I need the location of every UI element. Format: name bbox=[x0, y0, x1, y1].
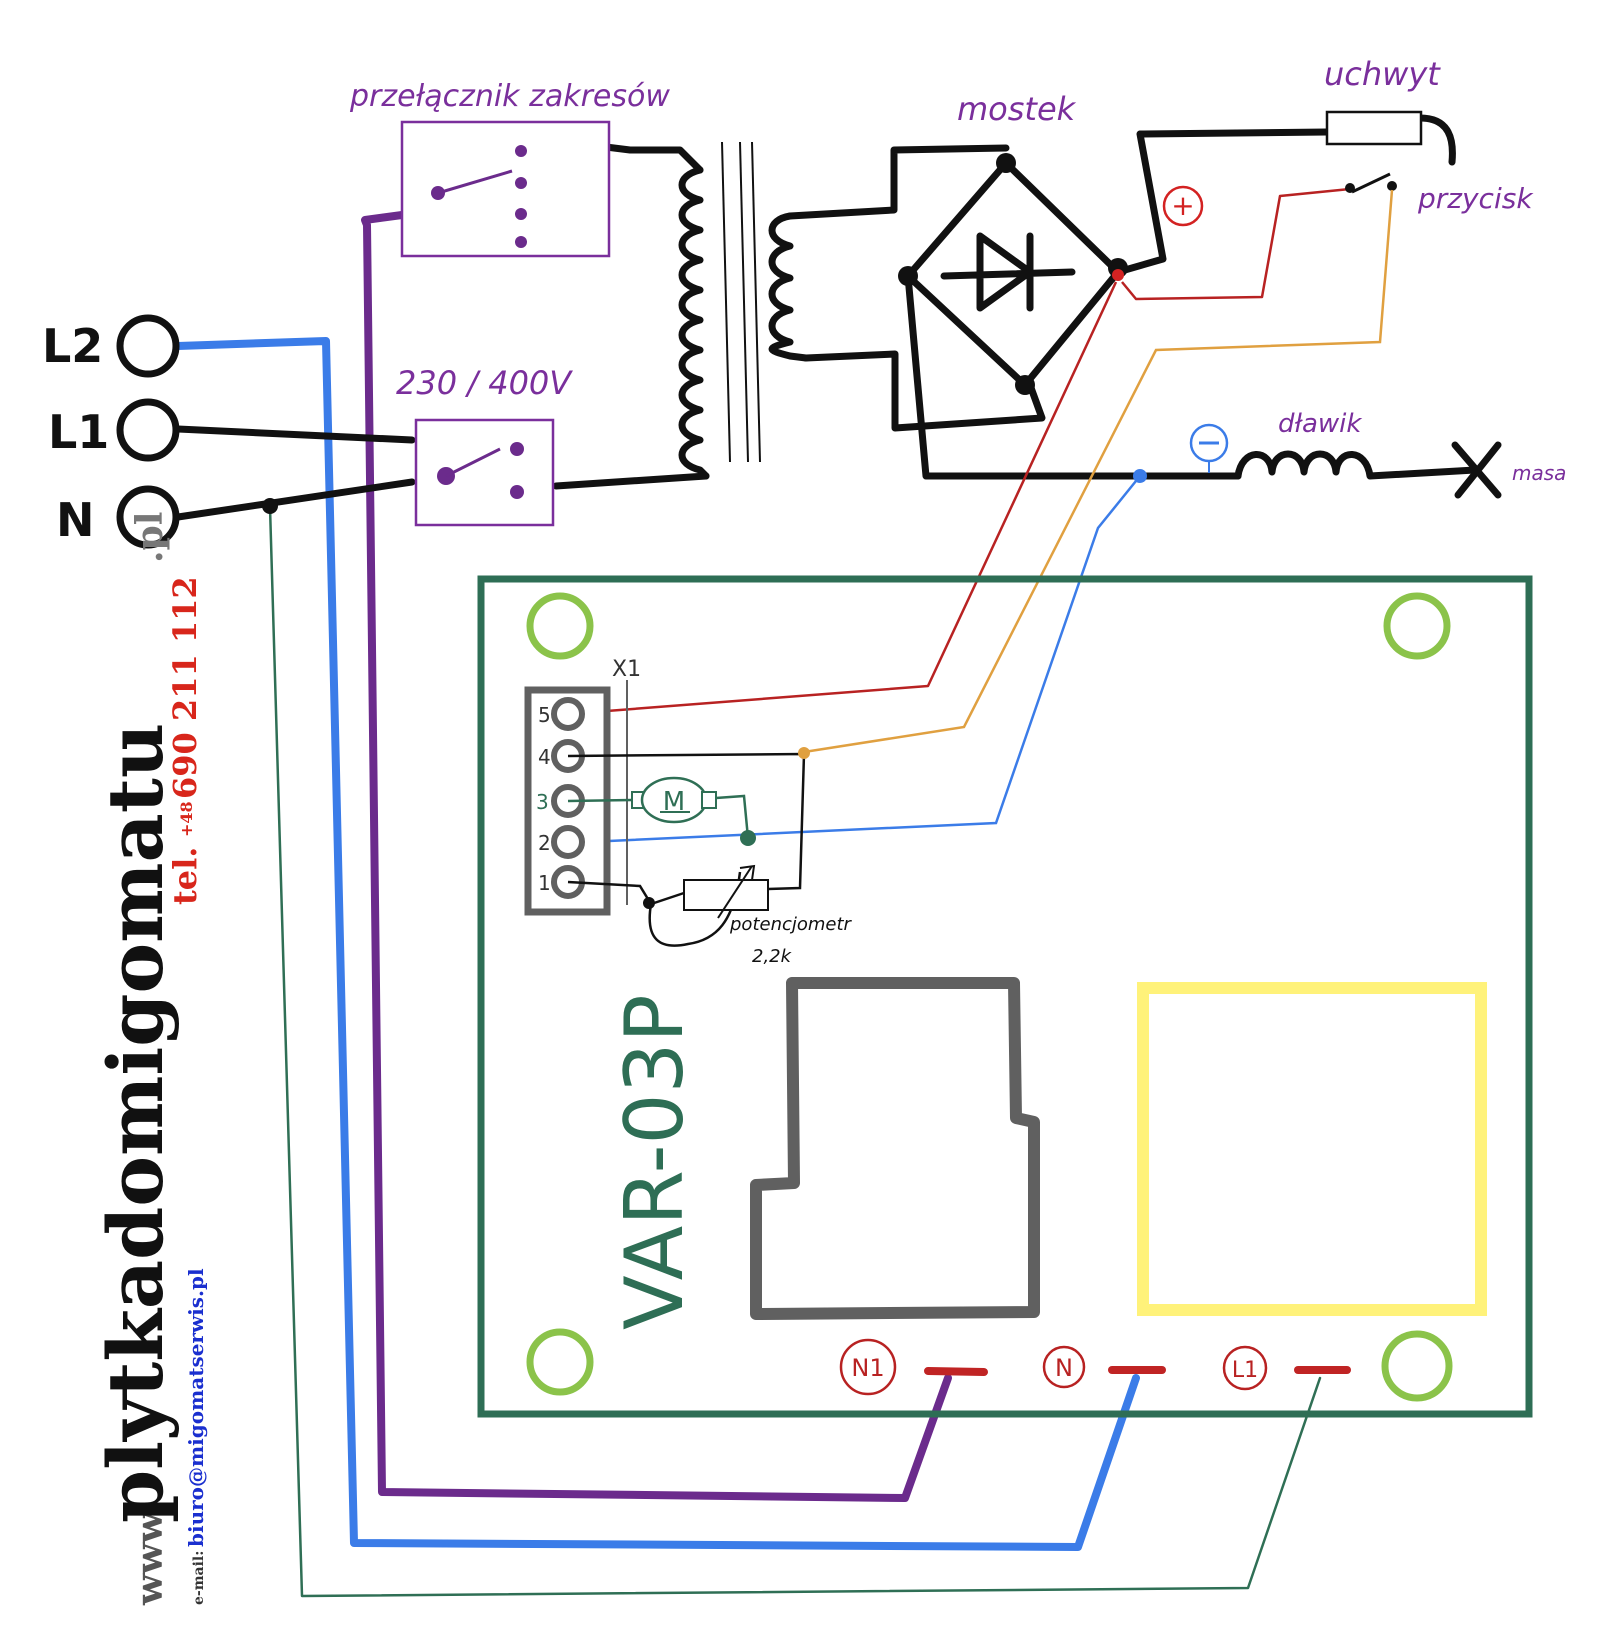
wire-blue-pin2 bbox=[565, 475, 1141, 845]
choke-label: dławik bbox=[1278, 409, 1362, 439]
email-prefix: e-mail: bbox=[191, 1551, 207, 1605]
ground-node bbox=[1133, 469, 1147, 483]
wire-secondary-top bbox=[786, 144, 1010, 220]
bridge-label: mostek bbox=[957, 90, 1077, 128]
pin-5-label: 5 bbox=[538, 703, 551, 727]
wire-secondary-bottom bbox=[802, 350, 1046, 432]
relay-outline bbox=[750, 977, 1040, 1320]
pin-2-label: 2 bbox=[538, 831, 551, 855]
terminal-l1: L1 bbox=[1222, 1345, 1351, 1391]
wire-green-n bbox=[268, 505, 1322, 1598]
pin-3-label: 3 bbox=[536, 790, 549, 814]
push-button bbox=[1345, 172, 1397, 194]
terminal-l1-label: L1 bbox=[1232, 1358, 1258, 1383]
n-junction bbox=[262, 498, 278, 514]
button-label: przycisk bbox=[1417, 182, 1534, 215]
wire-primary-bottom bbox=[552, 472, 710, 490]
voltage-switch bbox=[414, 418, 555, 527]
wire-l1 bbox=[174, 425, 416, 444]
brand-email: e-mail: biuro@migomatserwis.pl bbox=[184, 1268, 208, 1605]
pin1-junction bbox=[643, 897, 655, 909]
transformer-secondary bbox=[768, 212, 810, 362]
brand-block: www. plytkadomigomatu .pl bbox=[91, 512, 180, 1606]
range-switch-label: przełącznik zakresów bbox=[349, 79, 670, 114]
voltage-switch-label: 230 / 400V bbox=[396, 364, 573, 402]
pin4-junction bbox=[798, 747, 810, 759]
input-terminals bbox=[116, 314, 180, 549]
transformer-primary bbox=[678, 166, 710, 480]
wire-purple-n1 bbox=[361, 211, 952, 1502]
minus-symbol bbox=[1189, 423, 1229, 473]
holder-label: uchwyt bbox=[1324, 55, 1441, 93]
pcb-board bbox=[477, 575, 1533, 1418]
wire-button-red bbox=[1121, 187, 1351, 301]
pin-4-label: 4 bbox=[538, 745, 551, 769]
plus-symbol: + bbox=[1162, 185, 1204, 227]
x1-label: X1 bbox=[612, 657, 641, 682]
motor-symbol: M bbox=[663, 787, 685, 817]
terminal-n-label: N bbox=[1055, 1354, 1073, 1382]
plus-sign: + bbox=[1171, 189, 1194, 222]
tel-prefix: tel. bbox=[166, 847, 204, 905]
wire-primary-top bbox=[602, 143, 704, 174]
l1-label: L1 bbox=[48, 405, 109, 459]
wire-plus bbox=[1114, 128, 1331, 276]
wire-holder-tip bbox=[1416, 114, 1456, 166]
potentiometer bbox=[683, 864, 769, 919]
email-address: biuro@migomatserwis.pl bbox=[184, 1268, 208, 1547]
motor: M bbox=[631, 776, 717, 824]
pin2-junction bbox=[740, 830, 756, 846]
potentiometer-value: 2,2k bbox=[752, 946, 793, 967]
wire-motor bbox=[567, 794, 750, 839]
bridge-plus-node bbox=[1112, 269, 1124, 281]
board-name: VAR-03P bbox=[608, 994, 701, 1330]
mounting-holes bbox=[526, 592, 1453, 1402]
terminal-n: N bbox=[1042, 1345, 1166, 1389]
n-label: N bbox=[56, 493, 95, 547]
transformer-core bbox=[721, 141, 761, 463]
ground-x bbox=[1451, 441, 1502, 499]
ground-label: masa bbox=[1512, 461, 1566, 485]
pcb-transformer-block bbox=[1137, 982, 1487, 1316]
wire-n bbox=[174, 478, 416, 521]
range-switch bbox=[400, 120, 611, 258]
wire-orange-pin4 bbox=[803, 189, 1394, 754]
potentiometer-label: potencjometr bbox=[729, 914, 853, 935]
tel-number: 690 211 112 bbox=[166, 576, 204, 799]
brand-name: plytkadomigomatu bbox=[91, 723, 180, 1523]
brand-prefix: www. bbox=[129, 1503, 171, 1606]
l2-label: L2 bbox=[42, 319, 103, 373]
wire-red-pin5 bbox=[567, 281, 1118, 716]
choke-coil bbox=[1234, 450, 1479, 480]
holder-body bbox=[1325, 110, 1423, 146]
brand-suffix: .pl bbox=[129, 512, 171, 563]
tel-country: +48 bbox=[177, 801, 196, 837]
bridge-diode bbox=[940, 232, 1076, 312]
brand-phone: tel. +48 690 211 112 bbox=[166, 576, 204, 905]
wire-blue-l2 bbox=[174, 337, 1140, 1551]
wire-pin4 bbox=[567, 752, 806, 891]
pin-1-label: 1 bbox=[538, 871, 551, 895]
terminal-n1-label: N1 bbox=[851, 1354, 884, 1382]
terminal-n1: N1 bbox=[839, 1338, 988, 1396]
